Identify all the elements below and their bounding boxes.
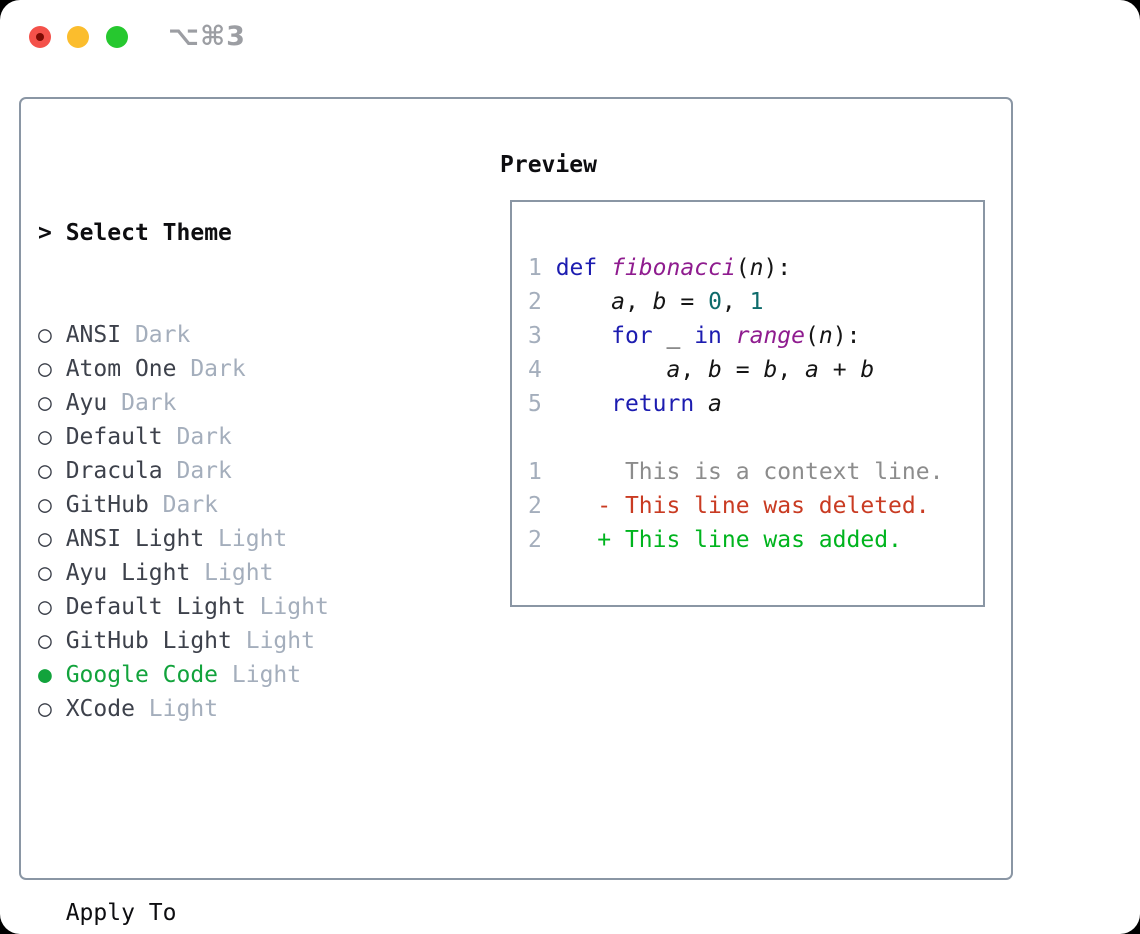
radio-icon: ○ <box>38 696 66 722</box>
theme-option[interactable]: ○ XCode Light <box>38 692 426 726</box>
option-variant-label: Dark <box>162 424 232 450</box>
option-variant-label: Dark <box>162 458 232 484</box>
theme-option[interactable]: ○ ANSI Light Light <box>38 522 426 556</box>
code-line: 2 a, b = 0, 1 <box>528 289 764 315</box>
code-line: 2 + This line was added. <box>528 527 902 553</box>
option-label: ANSI <box>65 322 122 348</box>
theme-option[interactable]: ○ Ayu Light Light <box>38 556 426 590</box>
option-variant-label: Light <box>190 560 274 586</box>
theme-select-column: > Select Theme ○ ANSI Dark○ Atom One Dar… <box>38 148 426 934</box>
window-shortcut-label: ⌥⌘3 <box>168 21 246 52</box>
option-label: GitHub <box>65 492 149 518</box>
radio-icon: ○ <box>38 458 66 484</box>
list-gap <box>38 794 426 828</box>
option-label: Default Light <box>65 594 246 620</box>
code-line: 4 a, b = b, a + b <box>528 357 875 383</box>
apply-to-header: Apply To <box>65 900 177 926</box>
option-variant-label: Light <box>218 662 302 688</box>
theme-option[interactable]: ○ Atom One Dark <box>38 352 426 386</box>
option-label: ANSI Light <box>65 526 205 552</box>
close-button[interactable] <box>29 26 51 48</box>
code-preview: 1 def fibonacci(n): 2 a, b = 0, 1 3 for _ … <box>528 251 943 557</box>
code-line: 3 for _ in range(n): <box>528 323 861 349</box>
option-variant-label: Dark <box>176 356 246 382</box>
theme-option[interactable]: ○ GitHub Light Light <box>38 624 426 658</box>
theme-options-list: ○ ANSI Dark○ Atom One Dark○ Ayu Dark○ De… <box>38 318 426 726</box>
minimize-button[interactable] <box>67 26 89 48</box>
theme-option[interactable]: ○ Dracula Dark <box>38 454 426 488</box>
option-label: Google Code <box>65 662 219 688</box>
radio-icon: ○ <box>38 390 66 416</box>
theme-option[interactable]: ○ GitHub Dark <box>38 488 426 522</box>
option-label: XCode <box>65 696 135 722</box>
window-titlebar: ⌥⌘3 <box>0 0 1140 74</box>
code-line: 1 This is a context line. <box>528 459 944 485</box>
option-variant-label: Light <box>231 628 315 654</box>
radio-icon: ○ <box>38 560 66 586</box>
preview-box: 1 def fibonacci(n): 2 a, b = 0, 1 3 for _ … <box>510 200 985 607</box>
option-label: Atom One <box>65 356 177 382</box>
select-theme-title: Select Theme <box>65 220 232 246</box>
radio-icon: ○ <box>38 526 66 552</box>
maximize-button[interactable] <box>106 26 128 48</box>
theme-option[interactable]: ○ Default Light Light <box>38 590 426 624</box>
code-line: 5 return a <box>528 391 722 417</box>
radio-icon: ○ <box>38 356 66 382</box>
selected-radio-icon: ● <box>38 662 66 688</box>
theme-option[interactable]: ○ Ayu Dark <box>38 386 426 420</box>
option-variant-label: Dark <box>121 322 191 348</box>
close-button-indicator-icon <box>36 33 44 41</box>
cursor-icon: > <box>38 220 52 246</box>
radio-icon: ○ <box>38 322 66 348</box>
option-variant-label: Dark <box>148 492 219 518</box>
preview-header: Preview <box>500 152 597 178</box>
theme-picker-panel: > Select Theme ○ ANSI Dark○ Atom One Dar… <box>19 97 1013 926</box>
theme-option[interactable]: ● Google Code Light <box>38 658 426 692</box>
option-label: GitHub Light <box>65 628 232 654</box>
code-line <box>528 421 943 455</box>
option-variant-label: Light <box>245 594 329 620</box>
theme-option[interactable]: ○ ANSI Dark <box>38 318 426 352</box>
option-label: Default <box>65 424 163 450</box>
option-label: Dracula <box>65 458 163 484</box>
radio-icon: ○ <box>38 424 66 450</box>
radio-icon: ○ <box>38 594 66 620</box>
code-line: 2 - This line was deleted. <box>528 493 930 519</box>
option-variant-label: Light <box>204 526 288 552</box>
option-variant-label: Light <box>134 696 219 722</box>
option-label: Ayu Light <box>65 560 191 586</box>
radio-icon: ○ <box>38 628 66 654</box>
radio-icon: ○ <box>38 492 66 518</box>
option-label: Ayu <box>65 390 108 416</box>
theme-option[interactable]: ○ Default Dark <box>38 420 426 454</box>
option-variant-label: Dark <box>107 390 177 416</box>
code-line: 1 def fibonacci(n): <box>528 255 792 281</box>
select-theme-header: > Select Theme <box>38 216 426 250</box>
